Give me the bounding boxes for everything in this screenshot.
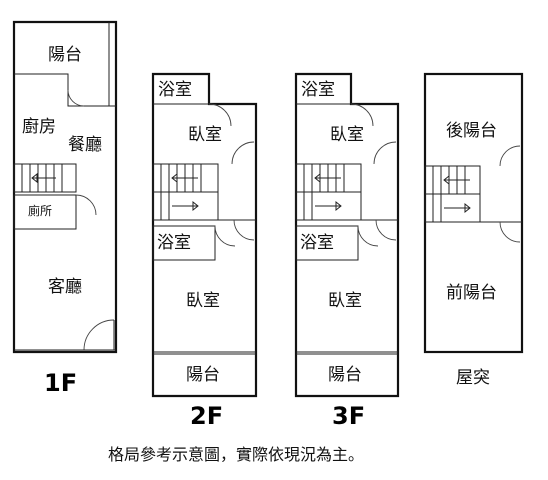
floor-plan-3f: 浴室 臥室 浴室 臥室 陽台 3F — [294, 72, 400, 430]
3f-bath-top-label: 浴室 — [301, 80, 335, 100]
2f-floor-label: 2F — [190, 402, 223, 430]
caption: 格局參考示意圖，實際依現況為主。 — [108, 445, 364, 464]
floor-plan-2f: 浴室 臥室 浴室 臥室 陽台 2F — [151, 72, 258, 430]
2f-bath-top-label: 浴室 — [158, 80, 192, 100]
roof-rear-balcony-label: 後陽台 — [446, 121, 497, 141]
1f-floor-label: 1F — [44, 369, 77, 397]
roof-stairs — [424, 165, 481, 223]
1f-kitchen-label: 廚房 — [22, 116, 56, 137]
1f-outline — [12, 20, 118, 354]
3f-bath-mid-label: 浴室 — [300, 233, 334, 253]
floor-plan-1f: 陽台 廚房 餐廳 廁所 客廳 1F — [12, 20, 118, 397]
roof-front-balcony-label: 前陽台 — [446, 283, 497, 303]
roof-outline — [423, 72, 524, 354]
2f-outline — [151, 72, 258, 398]
3f-balcony-label: 陽台 — [328, 365, 362, 385]
1f-balcony-label: 陽台 — [48, 45, 82, 65]
3f-bath-mid-outline — [295, 225, 359, 261]
3f-bedroom-top-label: 臥室 — [330, 125, 364, 145]
1f-living-label: 客廳 — [48, 277, 82, 297]
1f-stairs — [21, 164, 63, 192]
2f-bath-mid-outline — [152, 225, 216, 261]
2f-bath-mid-label: 浴室 — [157, 233, 191, 253]
1f-dining-label: 餐廳 — [68, 135, 102, 155]
3f-outline — [294, 72, 400, 398]
3f-stairs — [295, 163, 362, 221]
floor-plan-roof: 後陽台 前陽台 屋突 — [423, 72, 524, 388]
3f-bedroom-bottom-label: 臥室 — [328, 291, 362, 311]
2f-stairs — [152, 163, 219, 221]
roof-floor-label: 屋突 — [456, 368, 490, 388]
2f-balcony-label: 陽台 — [186, 365, 220, 385]
2f-bedroom-top-label: 臥室 — [188, 125, 222, 145]
3f-floor-label: 3F — [332, 402, 365, 430]
1f-toilet-label: 廁所 — [28, 203, 52, 218]
2f-bedroom-bottom-label: 臥室 — [186, 291, 220, 311]
